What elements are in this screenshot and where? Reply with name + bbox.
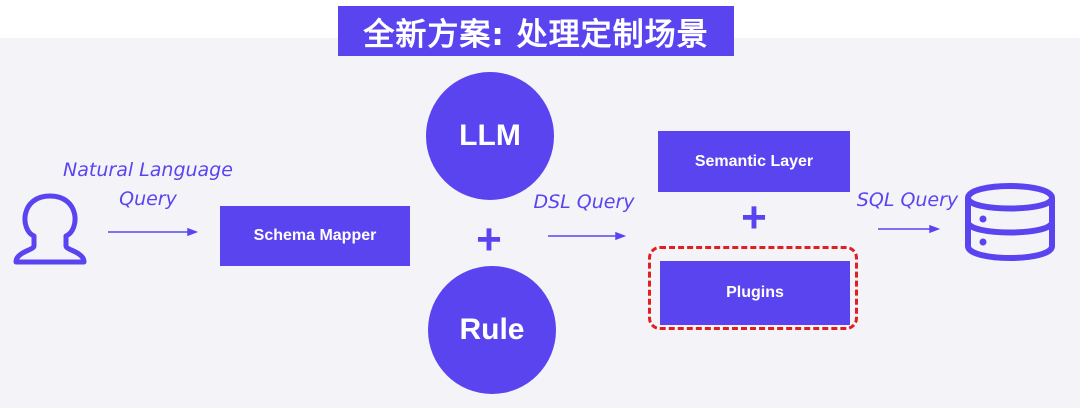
dsl-query-label: DSL Query: [533, 191, 635, 213]
input-label-natural-language: Natural Language: [63, 159, 233, 181]
input-label-query: Query: [119, 188, 177, 210]
schema-mapper-box: Schema Mapper: [220, 206, 410, 266]
plus-semantic-plugins: +: [741, 193, 767, 242]
plus-llm-rule: +: [476, 215, 502, 264]
semantic-layer-box: Semantic Layer: [658, 131, 850, 192]
rule-circle: Rule: [428, 266, 556, 394]
llm-circle: LLM: [426, 72, 554, 200]
plugins-highlight: [648, 246, 858, 330]
user-icon: [13, 193, 87, 265]
plugins-box: Plugins: [660, 261, 850, 325]
sql-query-label: SQL Query: [856, 189, 959, 211]
database-icon: [965, 183, 1055, 261]
title-banner: 全新方案: 处理定制场景: [338, 6, 734, 56]
